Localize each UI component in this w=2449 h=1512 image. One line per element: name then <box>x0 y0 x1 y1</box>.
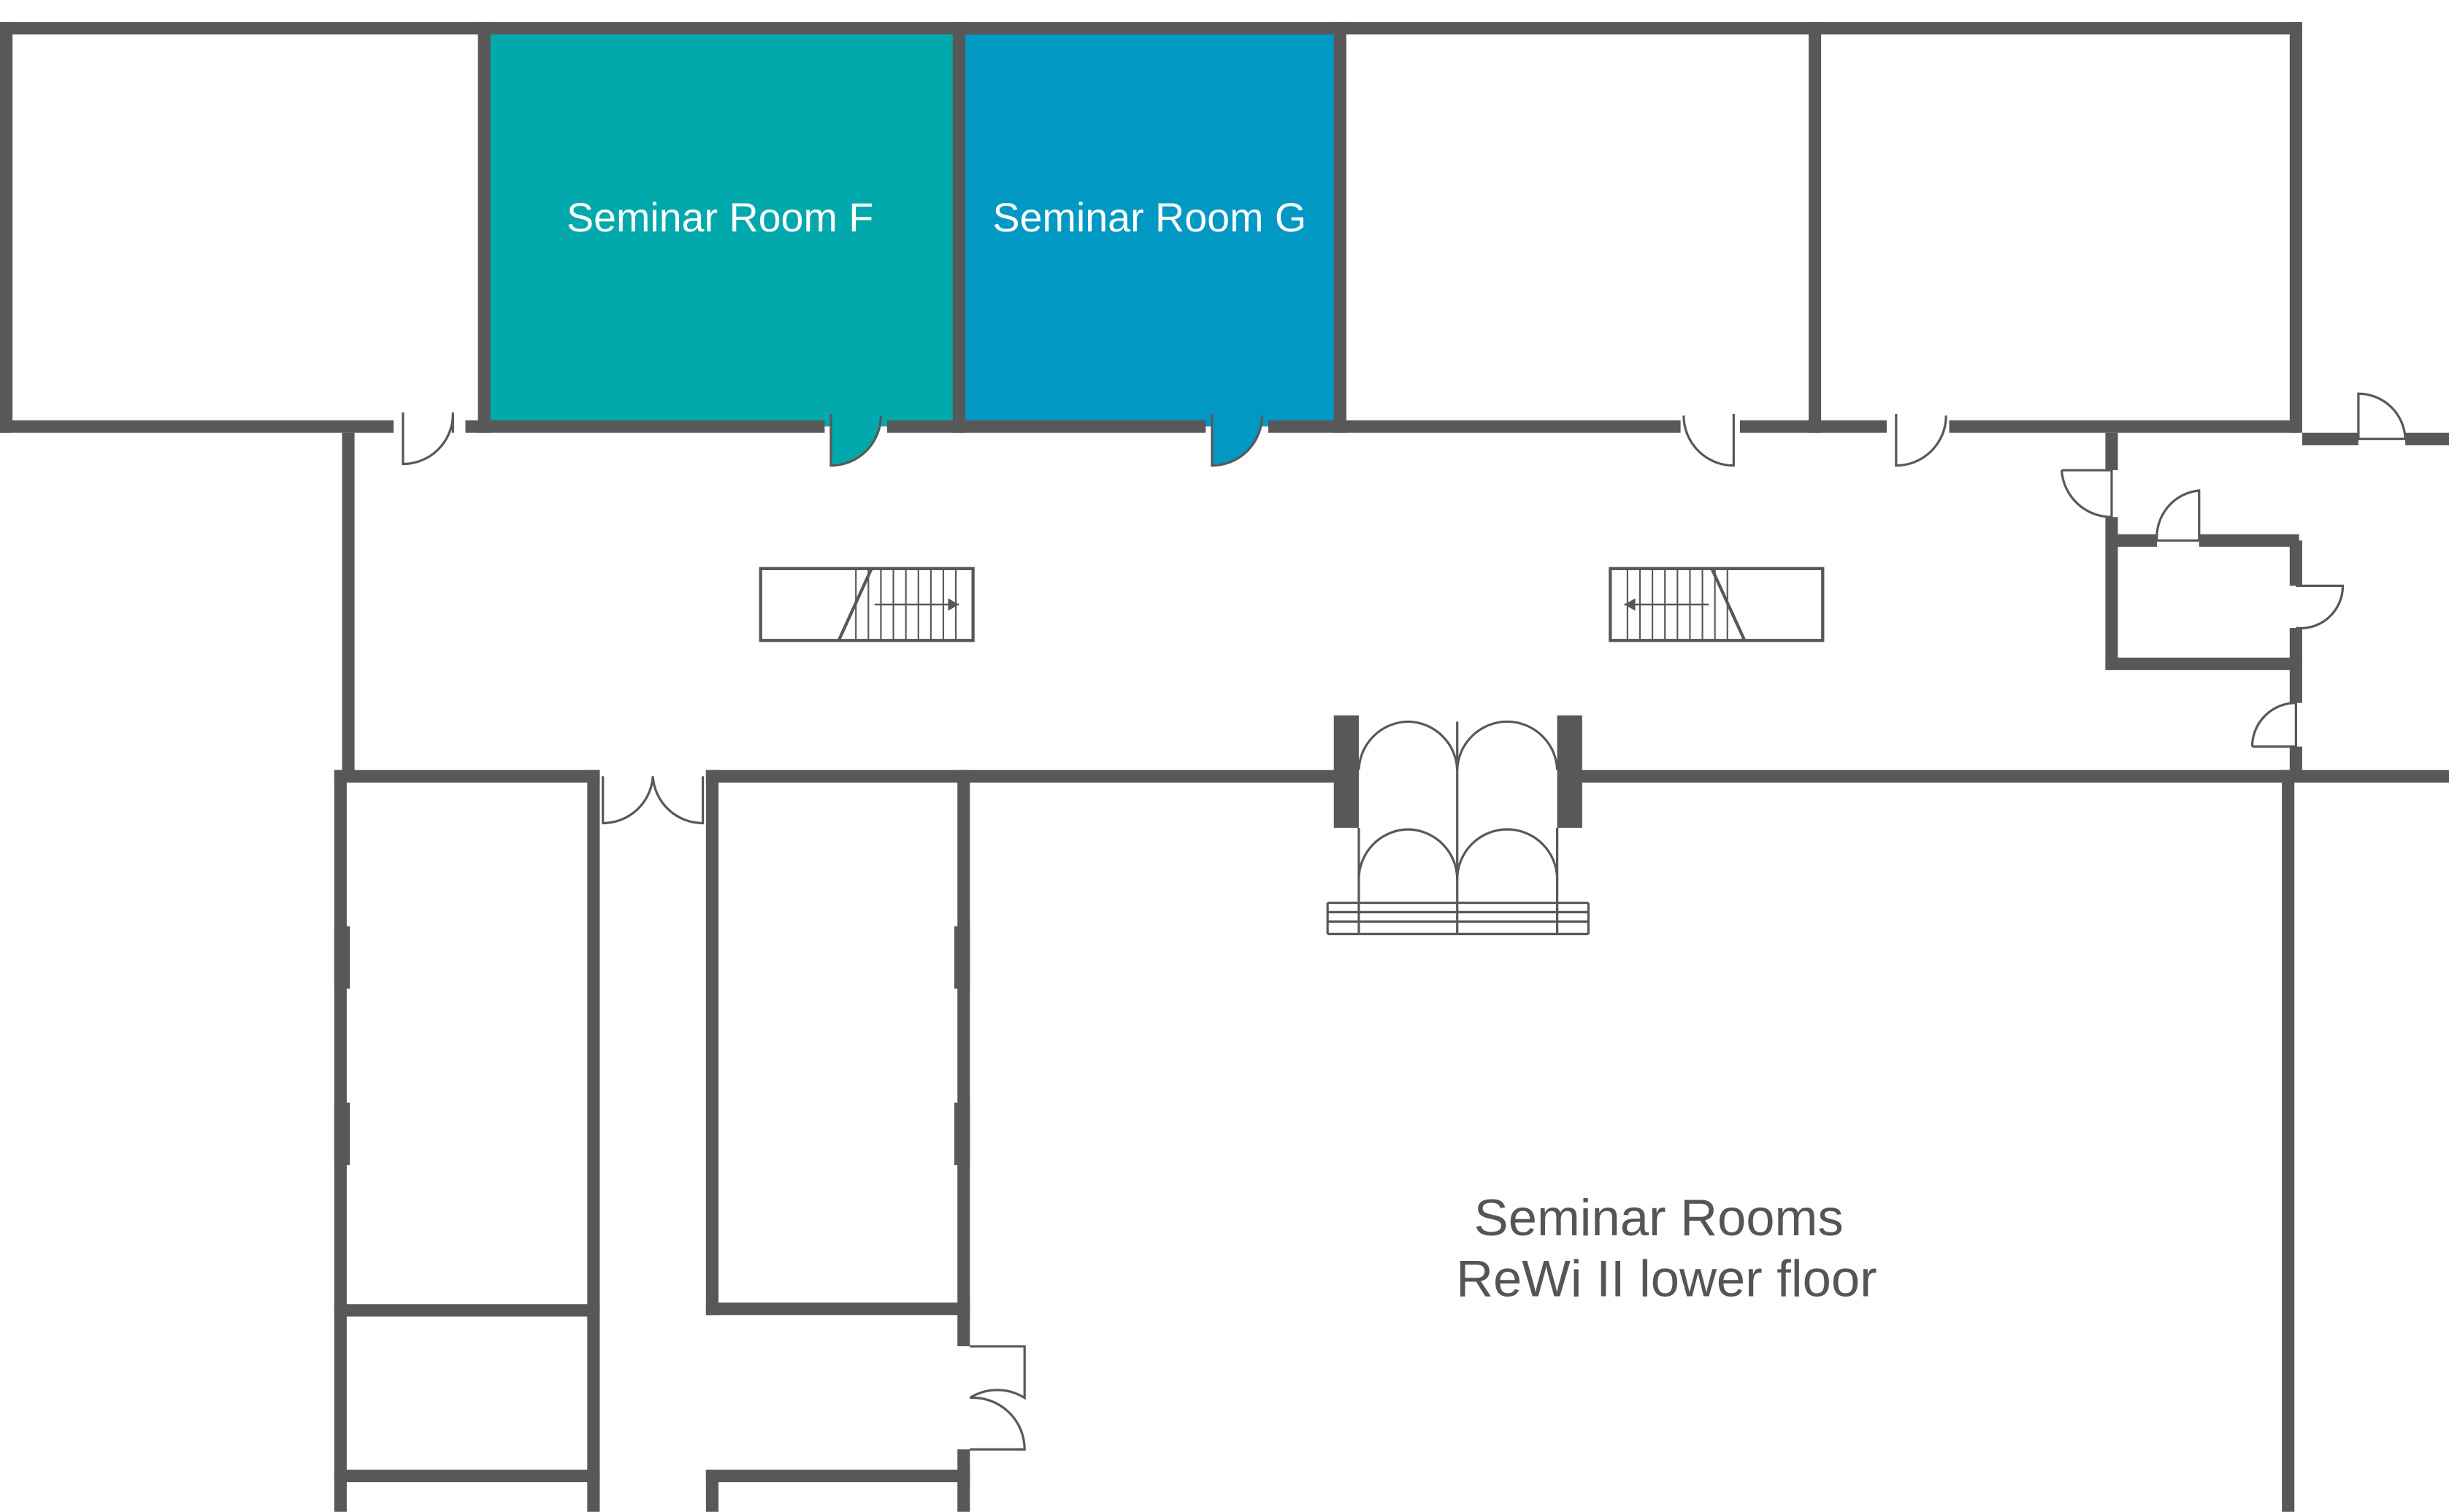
seminar-room-f[interactable] <box>487 31 954 427</box>
entrance-posts <box>334 715 1582 1165</box>
walls <box>0 22 2449 1512</box>
staircase-right <box>1609 567 1825 642</box>
doors <box>402 392 2407 1451</box>
floor-title-line2: ReWi II lower floor <box>1456 1250 1877 1308</box>
seminar-room-g[interactable] <box>960 31 1339 427</box>
staircase-left <box>759 567 975 642</box>
seminar-room-f-label: Seminar Room F <box>567 195 873 240</box>
floor-title-line1: Seminar Rooms <box>1474 1189 1844 1246</box>
seminar-room-g-label: Seminar Room G <box>993 195 1307 240</box>
main-entrance <box>1326 720 1590 935</box>
